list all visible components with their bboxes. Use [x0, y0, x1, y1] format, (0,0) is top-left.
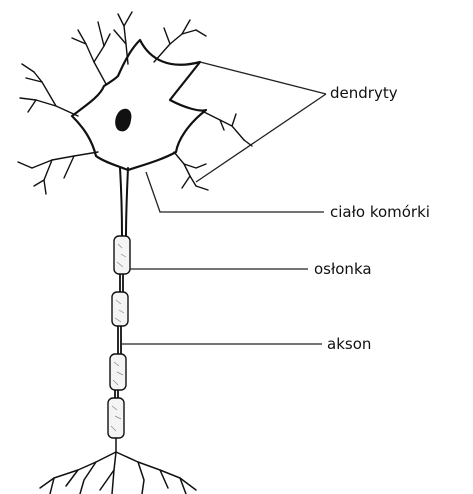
- label-cell-body: ciało komórki: [330, 203, 430, 221]
- label-axon: akson: [327, 335, 371, 353]
- sheath-segment: [112, 292, 128, 326]
- cell-body: [72, 40, 206, 170]
- leader-lines: [122, 62, 326, 344]
- nucleus: [115, 109, 131, 132]
- sheath-segment: [108, 398, 124, 438]
- axon-terminals: [40, 438, 196, 494]
- leader-dendrites-lower: [196, 94, 326, 182]
- label-sheath: osłonka: [314, 260, 372, 278]
- label-dendrites: dendryty: [330, 84, 398, 102]
- myelin-sheath: [108, 236, 130, 438]
- leader-cell-body: [146, 172, 324, 212]
- leader-dendrites-upper: [200, 62, 326, 94]
